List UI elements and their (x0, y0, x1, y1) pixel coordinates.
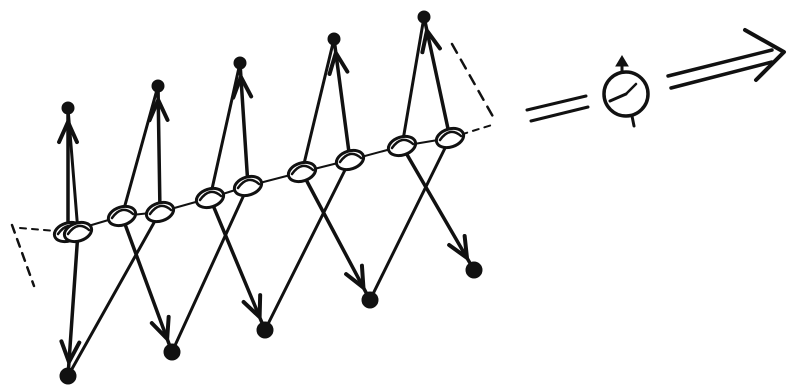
dot-icon (62, 102, 74, 114)
dashed-connector (527, 96, 588, 121)
dot-icon (60, 368, 76, 384)
arrow-icon (210, 198, 265, 330)
dashed-chain-end (452, 44, 496, 122)
chain-element-down (106, 203, 180, 360)
zigzag-link (172, 186, 248, 352)
spinning-disc-icon (106, 203, 138, 229)
spinning-disc-icon (144, 199, 176, 225)
chain-element-down (386, 133, 482, 278)
zigzag-link (210, 63, 240, 198)
spinning-disc-icon (334, 147, 366, 173)
chain-element-up (328, 33, 366, 173)
zigzag-link (302, 39, 334, 172)
spinning-disc-icon (232, 173, 264, 199)
chain-element-up (418, 11, 466, 151)
spinning-disc-icon (434, 125, 466, 151)
dot-icon (466, 262, 482, 278)
alternating-arrow-chain (12, 11, 496, 384)
dot-icon (164, 344, 180, 360)
dot-icon (328, 33, 340, 45)
spinning-disc-icon (386, 133, 418, 159)
chain-element-down (194, 185, 273, 338)
dot-icon (418, 11, 430, 23)
dot-icon (257, 322, 273, 338)
dot-icon (152, 80, 164, 92)
dashed-chain-end (12, 225, 34, 286)
dot-icon (362, 292, 378, 308)
spinning-disc-icon (194, 185, 226, 211)
travelling-element (527, 30, 784, 126)
spinning-disc-icon (286, 159, 318, 185)
zigzag-link (122, 86, 158, 216)
zigzag-link (402, 17, 424, 146)
dot-icon (234, 57, 246, 69)
chain-element-up (144, 80, 176, 225)
double-shaft-arrow-icon (668, 30, 784, 88)
rotating-clock-icon (604, 56, 648, 126)
chain-element-down (286, 159, 378, 308)
